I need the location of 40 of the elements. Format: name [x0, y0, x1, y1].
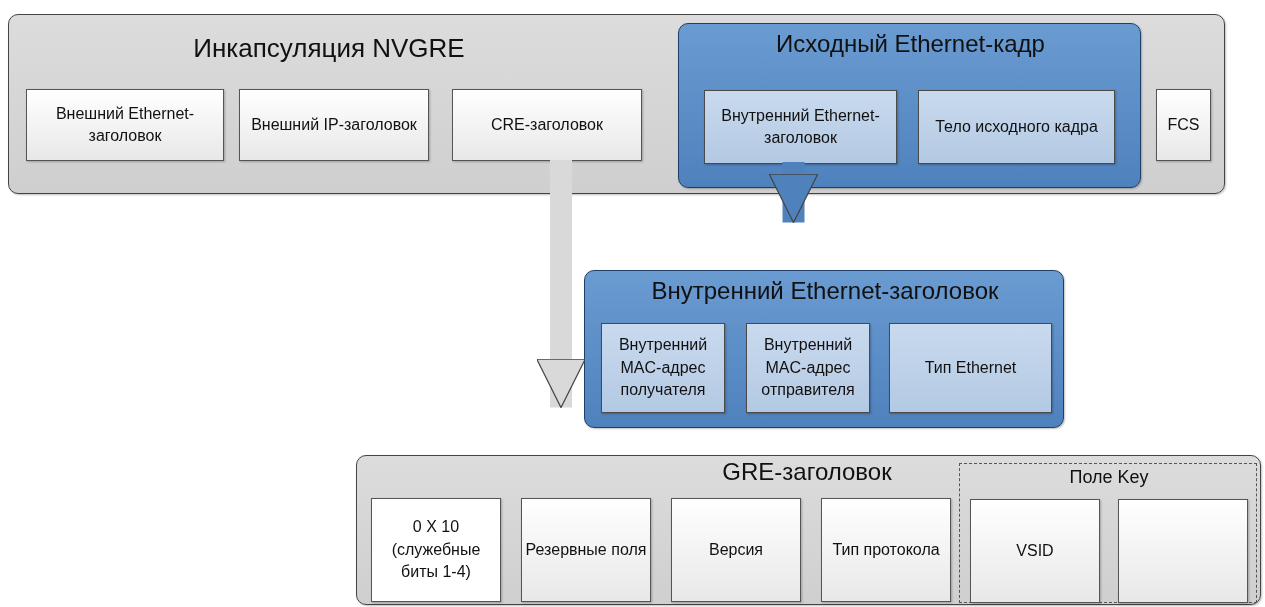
field-label: Тип Ethernet [923, 357, 1018, 378]
field-box [1156, 89, 1211, 161]
field-label: VSID [1015, 540, 1055, 561]
field-box [746, 323, 870, 413]
field-label: Тело исходного кадра [934, 116, 1099, 137]
group-panel [584, 270, 1064, 428]
field-label: Резервные поля [524, 539, 648, 560]
dashed-group-frame [959, 463, 1257, 603]
field-box [239, 89, 429, 161]
field-label: Внешний IP-заголовок [250, 114, 418, 135]
field-box [970, 499, 1100, 603]
field-box [918, 90, 1115, 164]
field-label: 0 X 10 (служебные биты 1-4) [390, 517, 482, 583]
field-box [889, 323, 1052, 413]
group-panel [356, 455, 1261, 605]
field-box [704, 90, 897, 164]
field-label: Версия [707, 539, 765, 560]
empty-field-box [1118, 499, 1248, 603]
group-title: Поле Key [1068, 466, 1150, 488]
group-title: Инкапсуляция NVGRE [192, 33, 466, 63]
group-panel [8, 14, 1225, 194]
group-title: Внутренний Ethernet-заголовок [650, 277, 1000, 305]
group-title: Исходный Ethernet-кадр [775, 30, 1046, 58]
group-panel [678, 23, 1141, 188]
field-label: CRE-заголовок [490, 114, 604, 135]
field-box [452, 89, 642, 161]
field-box [821, 498, 951, 602]
field-label: Внутренний MAC-адрес отправителя [760, 335, 856, 401]
field-label: FCS [1166, 114, 1201, 135]
field-label: Внутренний MAC-адрес получателя [617, 335, 709, 401]
field-label: Внутренний Ethernet-заголовок [720, 105, 881, 148]
block-arrow [536, 160, 586, 409]
field-box [521, 498, 651, 602]
field-label: Внешний Ethernet-заголовок [54, 103, 196, 146]
group-title: GRE-заголовок [721, 458, 893, 486]
field-box [671, 498, 801, 602]
field-box [601, 323, 725, 413]
field-label: Тип протокола [831, 539, 941, 560]
field-box [26, 89, 224, 161]
field-box [371, 498, 501, 602]
